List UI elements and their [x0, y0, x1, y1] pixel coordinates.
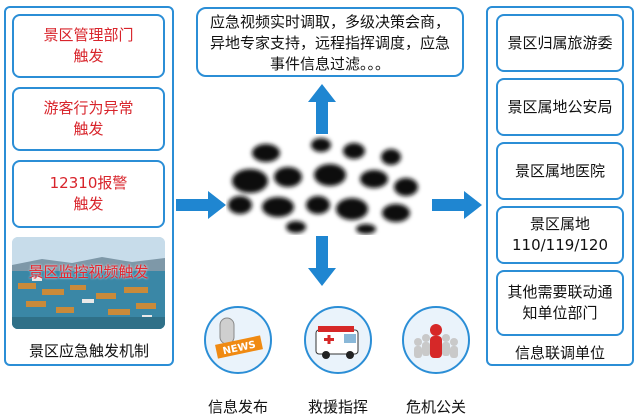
right-panel-footer: 信息联调单位	[514, 344, 605, 362]
trigger-12310-text: 12310报警 触发	[49, 174, 128, 213]
trigger-box-12310: 12310报警 触发	[12, 160, 165, 228]
unit-tourism-committee: 景区归属旅游委	[496, 14, 624, 72]
unit-emergency-numbers: 景区属地 110/119/120	[496, 206, 624, 264]
unit-public-security: 景区属地公安局	[496, 78, 624, 136]
trigger-visitor-text: 游客行为异常 触发	[43, 99, 134, 138]
trigger-box-management: 景区管理部门 触发	[12, 14, 165, 78]
trigger-management-text: 景区管理部门 触发	[43, 26, 134, 65]
photo-caption: 景区监控视频触发	[28, 263, 149, 281]
unit-tourism-committee-text: 景区归属旅游委	[507, 33, 613, 52]
bottom-label-info-release: 信息发布	[207, 398, 268, 416]
arrow-left-to-center	[176, 191, 226, 219]
surveillance-photo: 景区监控视频触发	[12, 237, 165, 329]
unit-emergency-numbers-text: 景区属地 110/119/120	[512, 215, 608, 254]
crisis-pr-icon	[402, 306, 470, 374]
arrow-center-to-right	[432, 191, 482, 219]
arrow-down-to-bottom	[308, 236, 336, 286]
arrow-up-to-top-box	[308, 84, 336, 134]
news-icon: NEWS	[204, 306, 272, 374]
bottom-label-crisis-pr: 危机公关	[405, 398, 466, 416]
unit-other-departments-text: 其他需要联动通知单位部门	[507, 283, 613, 322]
center-command-graphic	[228, 138, 418, 234]
trigger-box-visitor: 游客行为异常 触发	[12, 87, 165, 151]
unit-other-departments: 其他需要联动通知单位部门	[496, 270, 624, 336]
capabilities-box: 应急视频实时调取，多级决策会商，异地专家支持，远程指挥调度，应急事件信息过滤。。…	[196, 7, 464, 77]
left-panel-footer: 景区应急触发机制	[28, 342, 149, 360]
unit-public-security-text: 景区属地公安局	[507, 97, 613, 116]
unit-hospital: 景区属地医院	[496, 142, 624, 200]
bottom-label-rescue-command: 救援指挥	[307, 398, 368, 416]
unit-hospital-text: 景区属地医院	[514, 161, 605, 180]
ambulance-icon	[304, 306, 372, 374]
harbor-scene-image	[12, 237, 165, 329]
